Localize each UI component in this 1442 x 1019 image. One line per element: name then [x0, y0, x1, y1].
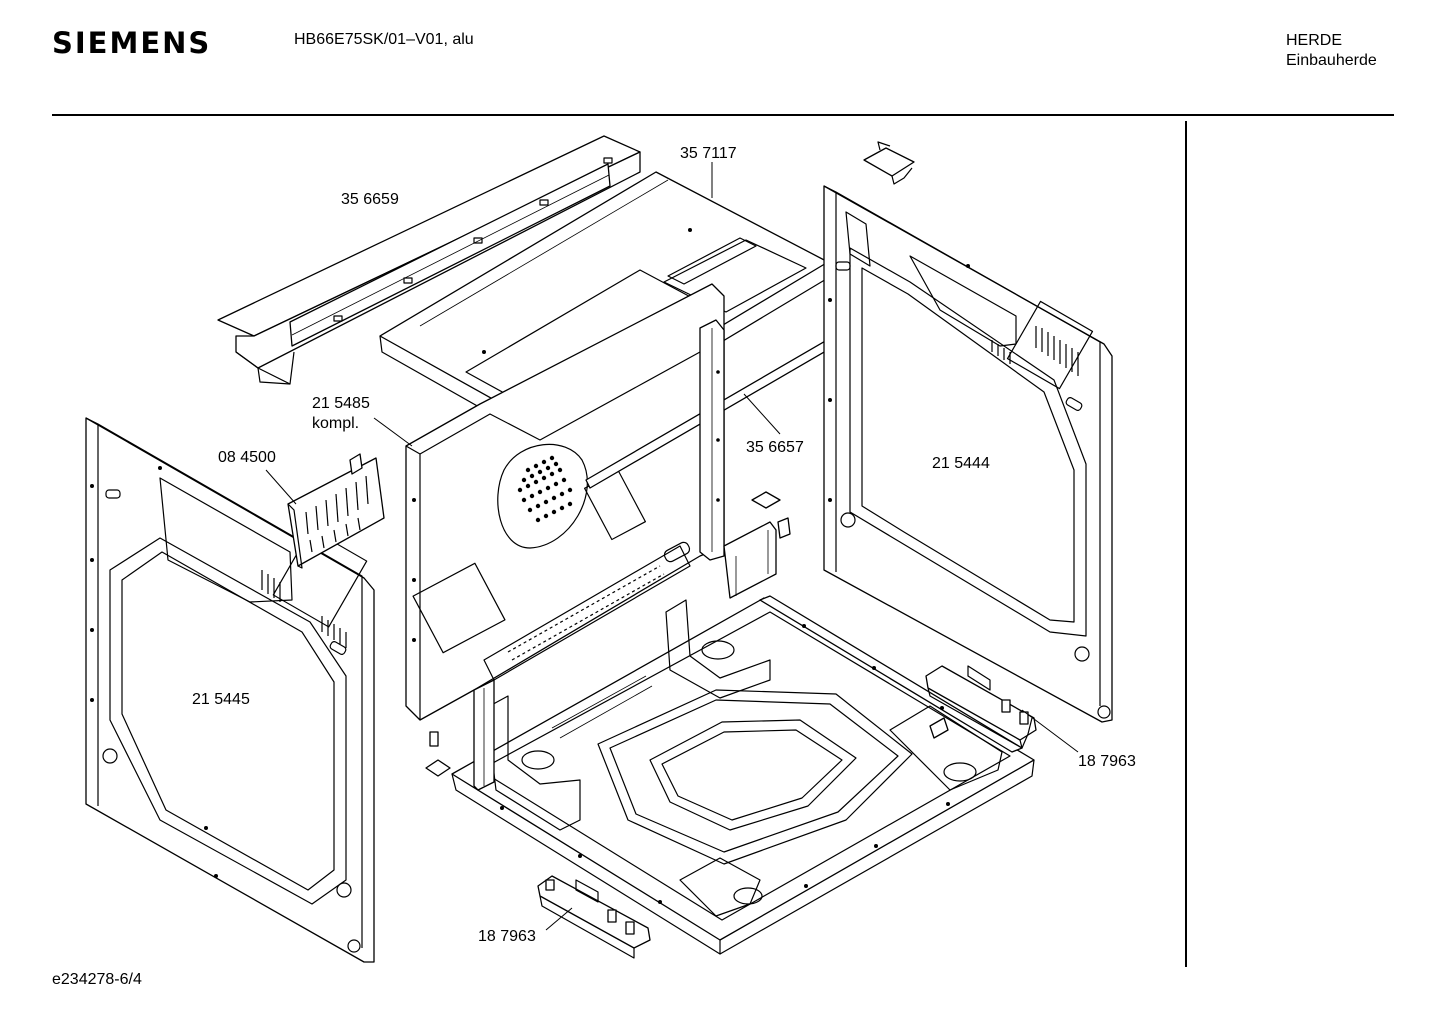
part-front-post: [699, 319, 725, 561]
part-clip-left: [425, 731, 451, 777]
label-084500: 08 4500: [218, 449, 276, 466]
part-clip-top: [863, 141, 915, 185]
part-bottom-post: [473, 521, 777, 791]
label-356657: 35 6657: [746, 439, 804, 456]
label-187963-right: 18 7963: [1078, 753, 1136, 770]
part-clip-mid: [751, 491, 791, 539]
side-rule: [1185, 121, 1187, 967]
category-sub: Einbauherde: [1286, 52, 1377, 69]
right-wall-vents: [991, 326, 1079, 376]
left-wall-vents: [261, 570, 347, 648]
part-guide-rail-right: [925, 665, 1037, 749]
label-356659: 35 6659: [341, 191, 399, 208]
part-top-rail: [217, 135, 641, 385]
model-number: HB66E75SK/01–V01, alu: [294, 31, 474, 48]
leader-lines: [265, 162, 1079, 931]
drawing-id: e234278-6/4: [52, 971, 142, 988]
label-215485-note: kompl.: [312, 415, 359, 432]
rear-fan-holes: [517, 455, 573, 523]
category-main: HERDE: [1286, 32, 1343, 49]
fan-cover-slots: [305, 475, 369, 553]
label-215444: 21 5444: [932, 455, 990, 472]
label-357117: 35 7117: [680, 145, 737, 162]
rear-vent-slots: [507, 565, 665, 661]
brand-logo: SIEMENS: [52, 26, 212, 60]
part-guide-rail-bottom: [537, 875, 651, 959]
part-bottom-pan: [451, 597, 1035, 955]
category: HERDE Einbauherde: [1286, 31, 1377, 71]
label-215485: 21 5485: [312, 395, 370, 412]
part-fan-cover: [287, 453, 385, 569]
part-right-wall: [823, 185, 1113, 723]
label-215445: 21 5445: [192, 691, 250, 708]
header-rule: [52, 114, 1394, 116]
label-187963-bottom: 18 7963: [478, 928, 536, 945]
